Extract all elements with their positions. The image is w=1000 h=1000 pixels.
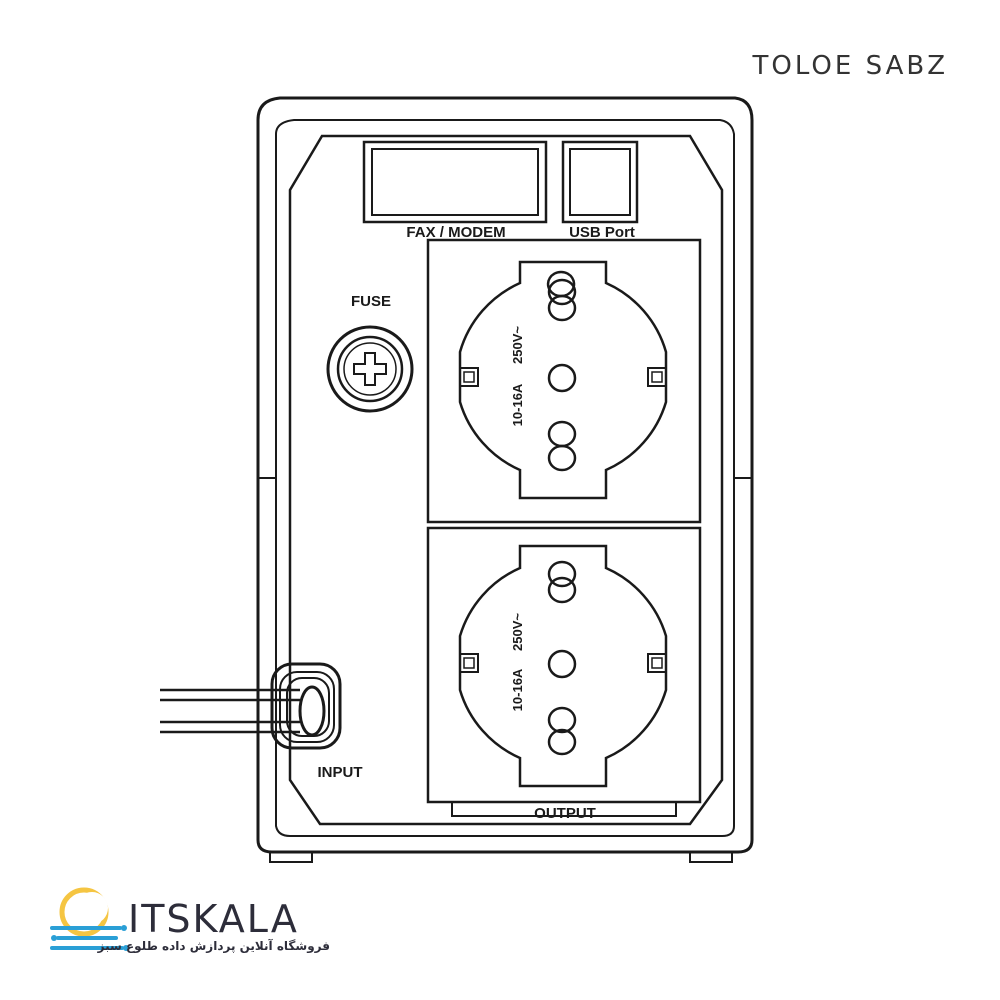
input-cable-grommet xyxy=(270,662,342,750)
brand-name: TOLOE SABZ xyxy=(752,51,948,81)
fax-modem-port xyxy=(362,140,548,224)
output-socket-1 xyxy=(426,238,702,524)
socket-2-rating-current: 10-16A xyxy=(510,668,525,711)
socket-1-rating-current: 10-16A xyxy=(510,383,525,426)
store-tagline: فروشگاه آنلاین پردازش داده طلوع سبز xyxy=(97,938,330,954)
screw-cross-icon xyxy=(353,352,387,386)
socket-1-rating-voltage: 250V~ xyxy=(510,326,525,364)
logo-circuit-lines-icon xyxy=(50,926,124,950)
fuse-holder xyxy=(326,325,414,413)
output-label-recess xyxy=(451,802,677,817)
fax-modem-label: FAX / MODEM xyxy=(406,224,505,241)
output-socket-2 xyxy=(426,526,702,804)
output-label: OUTPUT xyxy=(534,805,596,822)
socket-2-rating-voltage: 250V~ xyxy=(510,613,525,651)
usb-port-label: USB Port xyxy=(569,224,635,241)
fuse-label: FUSE xyxy=(351,293,391,310)
input-power-cable xyxy=(160,688,300,734)
usb-port xyxy=(561,140,639,224)
ups-body xyxy=(256,96,754,863)
store-name: ITSKALA xyxy=(128,897,299,941)
input-label: INPUT xyxy=(318,764,363,781)
itskala-logo xyxy=(50,887,129,951)
